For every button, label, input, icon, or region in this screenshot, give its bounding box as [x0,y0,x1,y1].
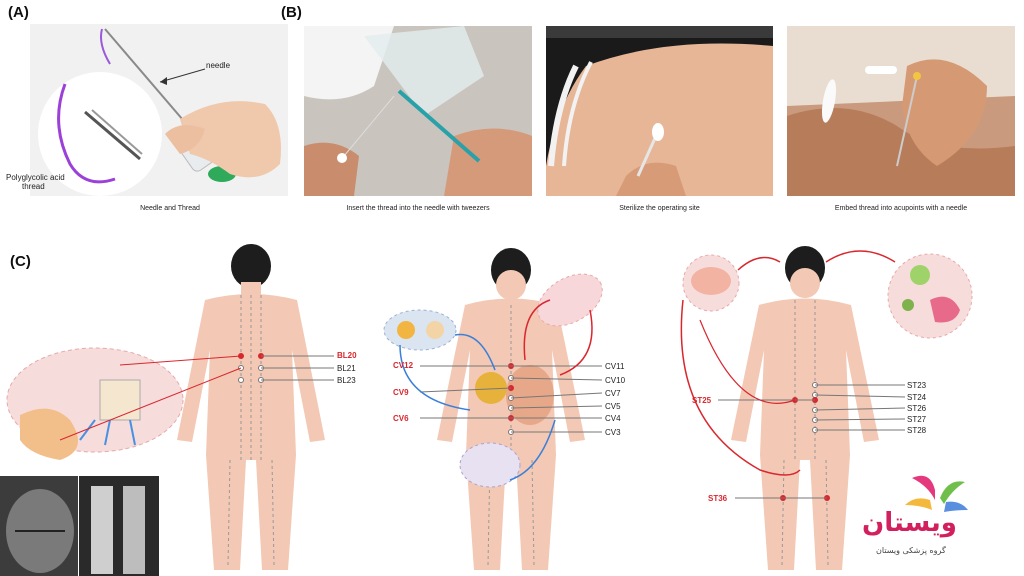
xray-abdomen-photo [0,476,78,576]
label-cv4: CV4 [605,414,621,423]
caption-b1: Insert the thread into the needle with t… [346,205,490,212]
label-st27: ST27 [907,415,927,424]
label-st26: ST26 [907,404,927,413]
label-cv10: CV10 [605,376,626,385]
label-cv9: CV9 [393,388,409,397]
thread-label-line1: Polyglycolic acid [6,173,65,182]
label-cv7: CV7 [605,389,621,398]
logo-subtext: گروه پزشکی ویستان [876,546,946,555]
label-cv5: CV5 [605,402,621,411]
photo-insert-thread [304,26,532,196]
label-bl23: BL23 [337,376,356,385]
label-bl20: BL20 [337,351,357,360]
label-st25: ST25 [692,396,712,405]
label-bl21: BL21 [337,364,356,373]
label-st36: ST36 [708,494,728,503]
label-cv3: CV3 [605,428,621,437]
label-cv6: CV6 [393,414,409,423]
label-st23: ST23 [907,381,927,390]
xray-legs-photo [79,476,159,576]
thread-label-line2: thread [22,182,45,191]
photo-embed-thread [787,26,1015,196]
needle-thread-photo [30,24,288,196]
panel-a-label: (A) [8,4,29,21]
label-st24: ST24 [907,393,927,402]
label-cv11: CV11 [605,362,625,371]
front-body-figure [383,248,603,570]
label-cv12: CV12 [393,361,414,370]
logo-text: ویستان [862,508,957,538]
panel-b-label: (B) [281,4,302,21]
caption-b2: Sterilize the operating site [619,205,700,212]
logo-mark [905,475,968,512]
caption-b3: Embed thread into acupoints with a needl… [834,205,968,212]
label-st28: ST28 [907,426,927,435]
needle-label: needle [206,61,231,70]
photo-sterilize [546,26,773,196]
panel-c-label: (C) [10,253,31,270]
caption-a: Needle and Thread [140,205,200,212]
